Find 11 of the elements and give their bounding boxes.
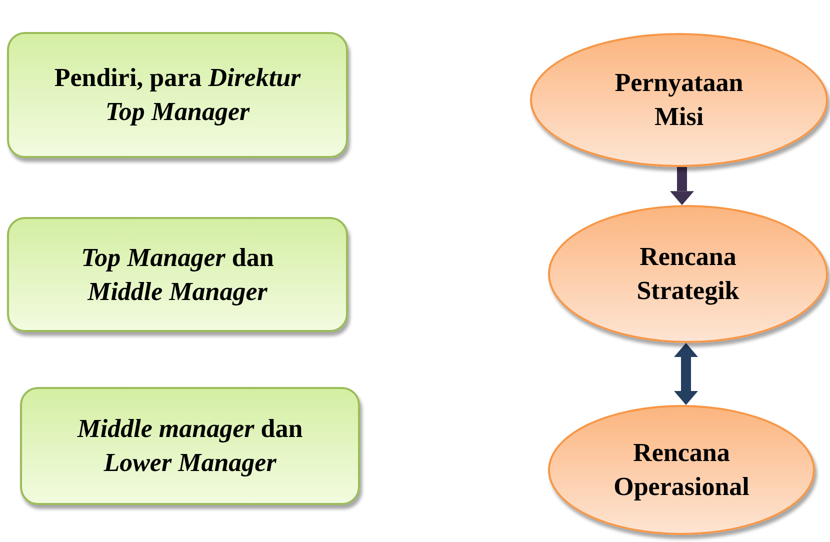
arrow: [670, 166, 694, 206]
node-text: Rencana Operasional: [612, 437, 750, 503]
node-text: Pernyataan Misi: [614, 67, 744, 133]
node-text: Middle manager dan Lower Manager: [76, 413, 304, 479]
node-text: Top Manager dan Middle Manager: [80, 242, 275, 308]
rounded-box: [7, 32, 348, 158]
arrow: [674, 343, 698, 406]
rounded-box: [7, 217, 348, 332]
rounded-box: [20, 387, 360, 505]
node-text: Rencana Strategik: [636, 241, 740, 307]
node-text: Pendiri, para Direktur Top Manager: [53, 62, 302, 128]
